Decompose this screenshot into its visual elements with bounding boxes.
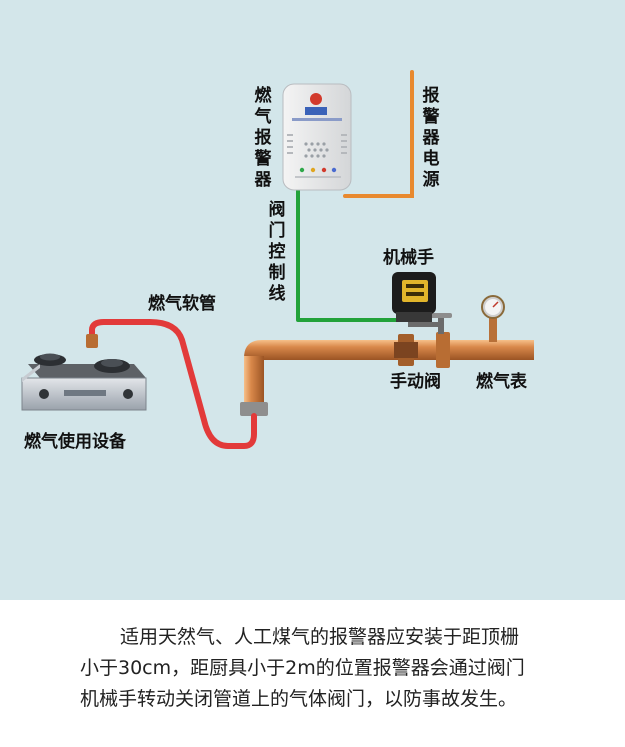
control-wire [296, 188, 402, 322]
caption: 适用天然气、人工煤气的报警器应安装于距顶栅 小于30cm，距厨具小于2m的位置报… [0, 600, 625, 747]
caption-line-3: 机械手转动关闭管道上的气体阀门，以防事故发生。 [80, 688, 518, 710]
gas-stove [21, 353, 147, 411]
diagram-panel: 燃气报警器 报警器电源 阀门控制线 机械手 燃气软管 手动阀 燃气表 燃气使用设… [0, 0, 625, 600]
label-gas-meter: 燃气表 [476, 372, 527, 392]
label-gas-hose: 燃气软管 [148, 294, 216, 314]
label-gas-appliance: 燃气使用设备 [24, 432, 126, 452]
label-valve-control-line: 阀门控制线 [268, 200, 286, 304]
pipe-fitting [240, 402, 268, 416]
pipe-elbow [244, 340, 264, 360]
gas-detector [282, 83, 352, 191]
gas-alarm-installation-diagram [21, 70, 534, 449]
label-mechanical-hand: 机械手 [383, 248, 434, 268]
caption-line-2: 小于30cm，距厨具小于2m的位置报警器会通过阀门 [80, 657, 525, 679]
power-wire [343, 70, 414, 198]
caption-line-1: 适用天然气、人工煤气的报警器应安装于距顶栅 [120, 626, 520, 648]
mechanical-hand [392, 272, 438, 327]
label-manual-valve: 手动阀 [390, 372, 441, 392]
manual-valve [394, 313, 452, 368]
gas-hose [89, 319, 257, 449]
label-gas-detector: 燃气报警器 [254, 86, 272, 190]
gas-meter [481, 295, 505, 342]
label-alarm-power: 报警器电源 [422, 86, 440, 190]
vertical-pipe [244, 356, 264, 408]
